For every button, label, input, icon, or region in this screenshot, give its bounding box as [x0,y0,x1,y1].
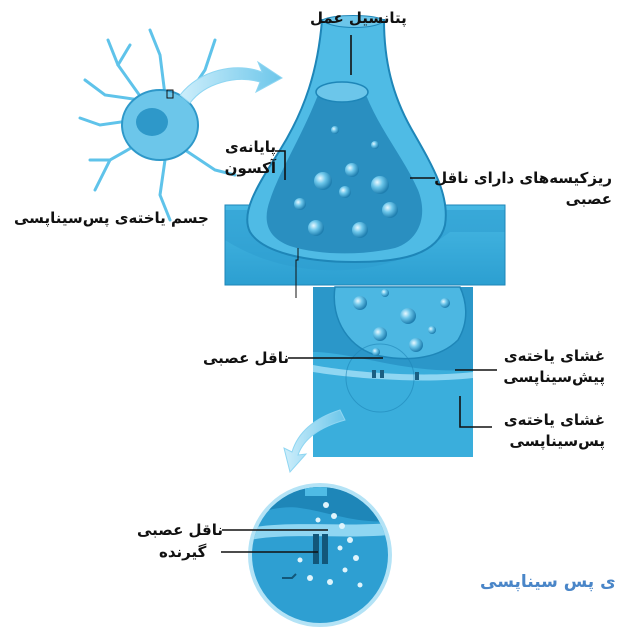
vesicle [352,222,368,238]
vesicle [409,338,423,352]
vesicle [371,141,379,149]
label-vesicles-line1: ریزکیسه‌های دارای ناقل [430,168,612,189]
vesicle [373,327,387,341]
receptor-zoom-circle [240,470,400,625]
vesicle [308,220,324,236]
vesicle [345,163,359,177]
label-postsynaptic-membrane-line1: غشای یاخته‌ی [490,410,605,431]
vesicle [294,198,306,210]
vesicle [371,176,389,194]
vesicle [428,326,436,334]
label-axon-terminal-line2: آکسون [200,158,276,179]
connector-arrow-top [180,62,282,103]
neuron-cell-body [80,30,235,220]
vesicle [382,202,398,218]
label-zoom-neurotransmitter: ناقل عصبی [137,520,223,541]
label-postsynaptic-cell-body: جسم یاخته‌ی پس‌سیناپسی [14,208,209,229]
label-axon-terminal-line1: پایانه‌ی [200,137,276,158]
label-axon-terminal: پایانه‌ی آکسون [200,137,276,179]
label-action-potential: پتانسیل عمل [310,8,407,29]
axon-terminal [247,16,446,263]
vesicle [314,172,332,190]
synapse-zoom-panel [313,287,473,457]
label-postsynaptic-membrane-line2: پس‌سیناپسی [490,431,605,452]
label-vesicles-line2: عصبی [430,189,612,210]
label-presynaptic-membrane-line2: پیش‌سیناپسی [490,367,605,388]
label-neurotransmitter: ناقل عصبی [203,348,289,369]
label-postsynaptic-membrane: غشای یاخته‌ی پس‌سیناپسی [490,410,605,452]
label-presynaptic-membrane-line1: غشای یاخته‌ی [490,346,605,367]
vesicle [381,289,389,297]
caption-partial: ی پس سیناپسی [480,572,616,592]
vesicle [400,308,416,324]
vesicle [331,126,339,134]
vesicle [372,348,380,356]
vesicle [339,186,351,198]
vesicle [353,296,367,310]
label-presynaptic-membrane: غشای یاخته‌ی پیش‌سیناپسی [490,346,605,388]
label-vesicles: ریزکیسه‌های دارای ناقل عصبی [430,168,612,210]
vesicle [440,298,450,308]
label-receptor: گیرنده [159,542,206,563]
